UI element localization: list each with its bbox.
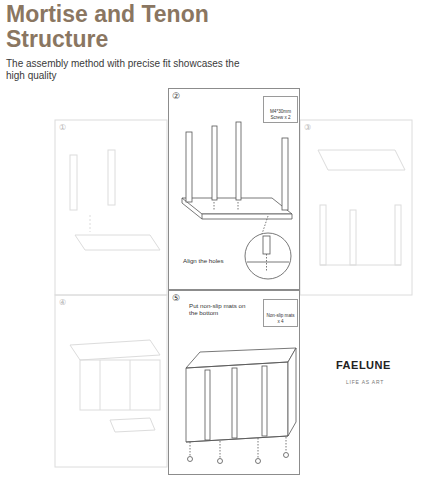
zoom-base [247,262,289,263]
faded-board [108,150,115,205]
divider-board [205,370,210,440]
zoom-hole [266,254,267,272]
base-board-edge [182,203,202,219]
hole-guide [238,202,239,210]
step-number: ⑤ [172,293,186,303]
non-slip-mat [218,459,223,464]
step-number: ④ [59,298,73,307]
mat-guide [190,442,191,456]
side-board [282,138,288,210]
hole-guide [214,202,215,210]
faded-board [70,340,160,360]
faded-board [110,418,155,432]
parts-box: Non-slip mats x 4 [263,299,298,327]
instruction-text: Align the holes [183,257,243,264]
parts-box: M4*30mm Screw x 2 [263,96,298,123]
page-title: Mortise and Tenon Structure [6,2,236,52]
zoom-leader [262,216,268,234]
faded-board [130,360,131,410]
bottom-board [186,436,288,442]
non-slip-mat [284,453,289,458]
faded-panel [55,295,167,467]
faded-board [320,205,326,265]
faded-board [80,360,160,410]
mat-guide [220,441,221,458]
faded-panel [300,120,412,295]
non-slip-mat [188,457,193,462]
instruction-text: Put non-slip mats on the bottom [189,302,251,316]
step-number: ① [59,123,73,132]
step-number: ③ [304,123,318,132]
base-board-edge [202,214,292,219]
parts-label: Non-slip mats x 4 [266,313,295,324]
zoom-board [263,236,270,254]
cabinet-side [288,348,296,436]
brand-slogan: LIFE AS ART [346,380,406,386]
faded-board [318,150,405,170]
divider-board [232,368,237,438]
step-panel: Align the holes M4*30mm Screw x 2 [168,88,300,290]
brand-name: FAELUNE [336,359,416,372]
step-two-drawing [182,101,292,279]
faded-board [350,210,356,265]
step-number: ② [172,91,186,101]
parts-label: M4*30mm Screw x 2 [266,109,295,120]
zoom-circle [245,233,291,279]
faded-board [100,360,101,410]
mat-guide [286,437,287,452]
step-panel: Put non-slip mats on the bottomNon-slip … [168,290,300,475]
faded-panel [55,120,167,295]
faded-board [70,155,77,210]
base-board-edge [182,198,183,203]
faded-board [320,265,401,266]
faded-board [395,205,401,265]
faded-guide [90,215,91,232]
faded-board [75,235,160,250]
side-board [186,132,192,202]
non-slip-mat [256,459,261,464]
faded-panels [55,120,412,467]
mat-guide [258,438,259,458]
subtitle: The assembly method with precise fit sho… [6,58,256,81]
divider-board [236,122,241,200]
divider-board [212,126,217,200]
cabinet-front [186,362,288,442]
divider-board [262,366,267,436]
